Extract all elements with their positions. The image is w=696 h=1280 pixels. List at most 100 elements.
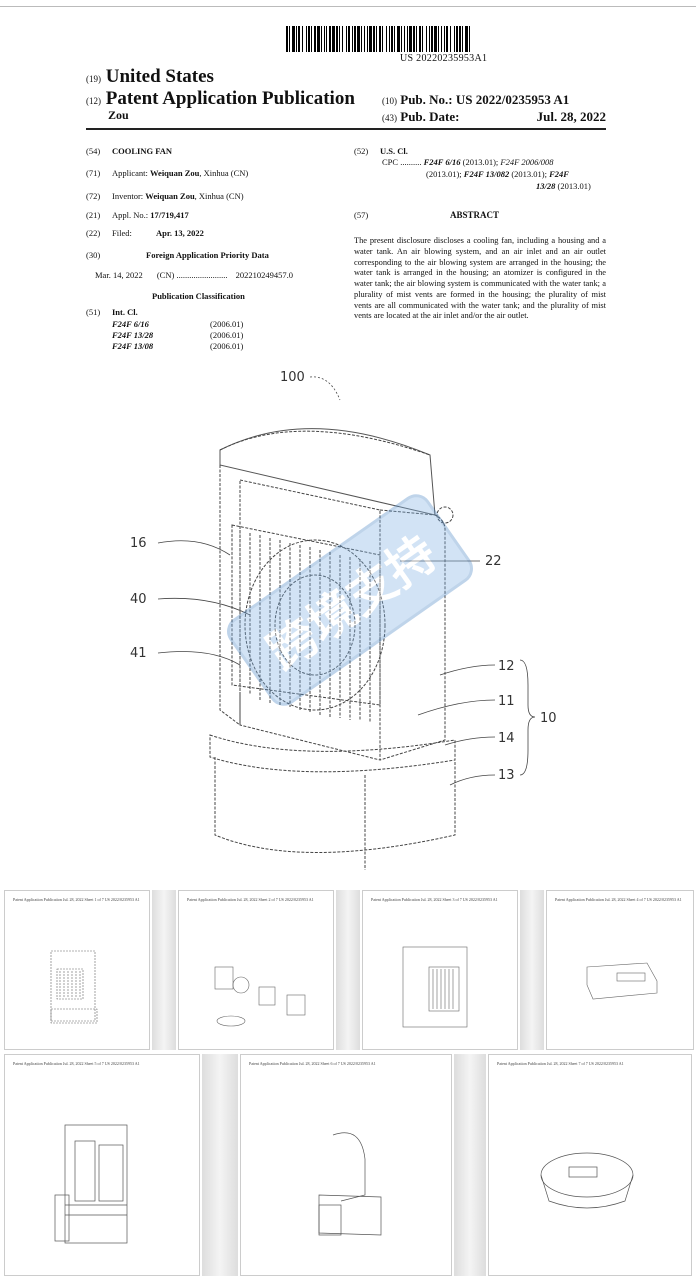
- cpc-year: (2013.01): [555, 181, 591, 191]
- cpc-year: (2013.01);: [460, 157, 501, 167]
- barcode-bar: [439, 26, 441, 52]
- priority-date: Mar. 14, 2022: [95, 270, 143, 280]
- cpc-label: CPC: [382, 157, 399, 167]
- barcode-bar: [470, 26, 472, 52]
- barcode-bar: [451, 26, 454, 52]
- barcode-bar: [458, 26, 459, 52]
- priority-title: Foreign Application Priority Data: [146, 250, 269, 260]
- barcode-bar: [379, 26, 381, 52]
- barcode-bar: [286, 26, 288, 52]
- pub-no: US 2022/0235953 A1: [455, 92, 570, 107]
- ref-16: 16: [130, 536, 147, 551]
- fig6-drawing: [318, 1132, 382, 1236]
- appl-no-field: (21)Appl. No.: 17/719,417: [86, 210, 189, 220]
- barcode-bar: [322, 26, 324, 52]
- ref-13: 13: [498, 768, 515, 783]
- appl-number: 17/719,417: [150, 210, 189, 220]
- type-line: (12) Patent Application Publication: [86, 88, 355, 110]
- barcode-bar: [386, 26, 387, 52]
- barcode-bar: [427, 26, 429, 52]
- barcode-bar: [288, 26, 289, 52]
- abstract-title: ABSTRACT: [450, 210, 500, 220]
- class-row: F24F 13/08(2006.01): [112, 341, 243, 351]
- barcode-bar: [423, 26, 426, 52]
- sheet-thumbnail-5[interactable]: Patent Application Publication Jul. 28, …: [4, 1054, 200, 1276]
- barcode-bar: [462, 26, 463, 52]
- barcode-bar: [387, 26, 389, 52]
- ref-12: 12: [498, 659, 515, 674]
- header-rule: [86, 128, 606, 130]
- barcode-bar: [297, 26, 298, 52]
- class-code: F24F 6/16: [112, 319, 149, 329]
- thumb-header: Patent Application Publication Jul. 28, …: [13, 897, 140, 902]
- fig1-drawing: [50, 950, 98, 1024]
- barcode-bar: [372, 26, 373, 52]
- title-field: (54)COOLING FAN: [86, 146, 172, 156]
- cpc-code: F24F 6/16: [423, 157, 461, 167]
- barcode-bar: [353, 26, 354, 52]
- barcode-bar: [335, 26, 336, 52]
- barcode-bar: [321, 26, 322, 52]
- ref-10: 10: [540, 711, 557, 726]
- fig3-drawing: [402, 946, 468, 1028]
- thumb-header: Patent Application Publication Jul. 28, …: [13, 1061, 140, 1066]
- barcode-bar: [455, 26, 456, 52]
- appl-label: Appl. No.:: [112, 210, 149, 220]
- barcode-bar: [412, 26, 413, 52]
- barcode-bar: [289, 26, 290, 52]
- pub-no-code: (10): [382, 96, 397, 106]
- barcode-bar: [329, 26, 331, 52]
- barcode-bar: [437, 26, 438, 52]
- thumb-header: Patent Application Publication Jul. 28, …: [371, 897, 498, 902]
- barcode-bar: [459, 26, 461, 52]
- priority-country: (CN): [156, 270, 175, 280]
- barcode-bar: [409, 26, 412, 52]
- barcode-bar: [346, 26, 347, 52]
- barcode-bar: [317, 26, 320, 52]
- country: United States: [105, 66, 214, 87]
- barcode-number: US 20220235953A1: [400, 53, 488, 64]
- cpc-line-1: CPC .......... F24F 6/16 (2013.01); F24F…: [382, 157, 554, 167]
- barcode-bar: [468, 26, 469, 52]
- class-year: (2006.01): [210, 319, 244, 329]
- priority-number: 202210249457.0: [235, 270, 293, 280]
- field-code: (54): [86, 146, 101, 156]
- sheet-thumbnail-6[interactable]: Patent Application Publication Jul. 28, …: [240, 1054, 452, 1276]
- type-code: (12): [86, 96, 101, 106]
- sheet-divider: [336, 890, 360, 1050]
- pub-date-label: Pub. Date:: [400, 109, 460, 124]
- barcode-bar: [303, 26, 306, 52]
- barcode-bar: [365, 26, 367, 52]
- barcode-bar: [357, 26, 360, 52]
- abstract-code: (57): [354, 210, 369, 220]
- thumb-header: Patent Application Publication Jul. 28, …: [187, 897, 314, 902]
- barcode-bar: [448, 26, 450, 52]
- cpc-year: (2013.01);: [509, 169, 550, 179]
- barcode-bar: [415, 26, 416, 52]
- uscl-label: U.S. Cl.: [380, 146, 408, 156]
- barcode-bar: [430, 26, 431, 52]
- priority-row: Mar. 14, 2022 (CN) .....................…: [95, 270, 293, 280]
- sheet-thumbnail-3[interactable]: Patent Application Publication Jul. 28, …: [362, 890, 518, 1050]
- barcode-bar: [340, 26, 342, 52]
- barcode-bar: [292, 26, 295, 52]
- barcode-bar: [316, 26, 317, 52]
- filed-field: (22)Filed: Apr. 13, 2022: [86, 228, 204, 238]
- sheet-thumbnail-4[interactable]: Patent Application Publication Jul. 28, …: [546, 890, 694, 1050]
- barcode-bar: [441, 26, 442, 52]
- barcode-bar: [422, 26, 423, 52]
- sheet-thumbnail-7[interactable]: Patent Application Publication Jul. 28, …: [488, 1054, 692, 1276]
- uscl-field: (52)U.S. Cl.: [354, 146, 408, 156]
- sheet-thumbnail-1[interactable]: Patent Application Publication Jul. 28, …: [4, 890, 150, 1050]
- ref-14: 14: [498, 731, 515, 746]
- barcode-bar: [426, 26, 427, 52]
- publication-type: Patent Application Publication: [105, 88, 355, 109]
- barcode-bar: [290, 26, 292, 52]
- ref-40: 40: [130, 592, 147, 607]
- barcode-bar: [431, 26, 433, 52]
- cpc-year: (2013.01);: [426, 169, 464, 179]
- sheet-thumbnail-2[interactable]: Patent Application Publication Jul. 28, …: [178, 890, 334, 1050]
- pub-class-title: Publication Classification: [152, 291, 245, 301]
- barcode-bar: [389, 26, 390, 52]
- barcode-bar: [331, 26, 332, 52]
